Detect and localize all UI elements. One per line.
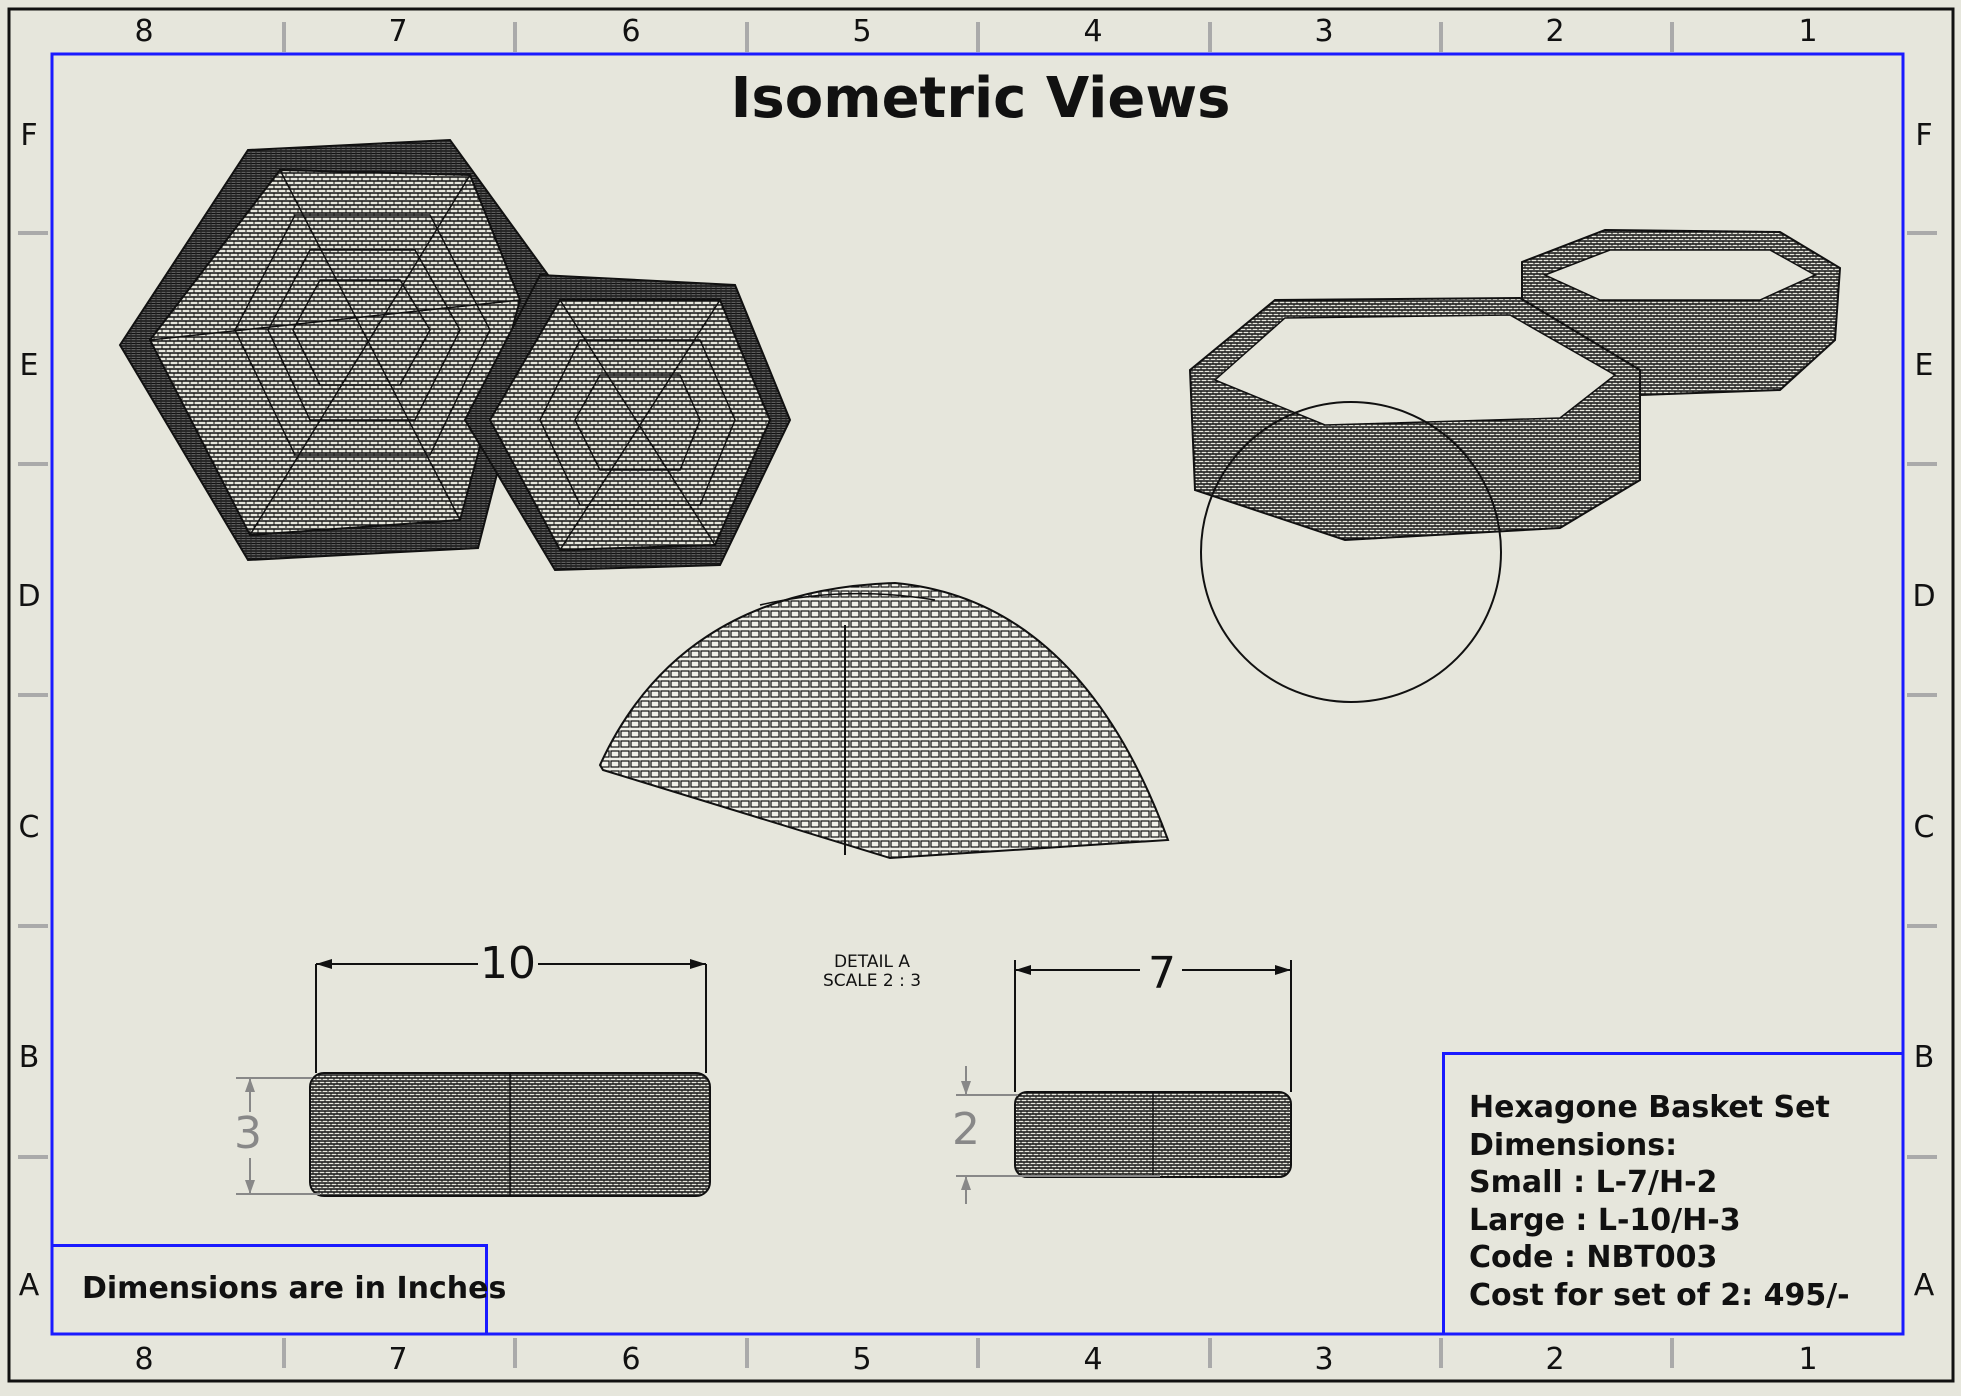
dim-small-length: 7 [1146,948,1178,999]
title-block-small: Small : L-7/H-2 [1469,1165,1718,1200]
title-block-large: Large : L-10/H-3 [1469,1202,1741,1238]
zone-col-bottom-1: 1 [1798,1342,1818,1377]
view-detail-a [598,581,1170,860]
zone-col-top-1: 1 [1798,14,1818,49]
title-block-dims-heading: Dimensions: [1469,1127,1678,1163]
sheet-title: Isometric Views [730,66,1231,131]
zone-col-top-7: 7 [388,14,408,49]
zone-col-top-5: 5 [852,14,872,49]
detail-circle [1200,401,1502,703]
zone-row-right-C: C [1913,810,1935,845]
dim-large-height: 3 [234,1108,262,1159]
zone-row-left-D: D [17,579,41,614]
zone-row-right-F: F [1915,118,1933,153]
zone-col-top-4: 4 [1083,14,1103,49]
zone-col-top-6: 6 [621,14,641,49]
zone-row-right-B: B [1913,1040,1935,1075]
zone-row-left-B: B [18,1040,40,1075]
zone-col-bottom-7: 7 [388,1342,408,1377]
zone-col-bottom-5: 5 [852,1342,872,1377]
zone-row-right-E: E [1914,348,1934,383]
view-front-large [236,959,711,1197]
detail-label-scale: SCALE 2 : 3 [822,971,922,991]
view-iso-baskets [1188,228,1842,703]
zone-col-bottom-2: 2 [1545,1342,1565,1377]
dim-small-height: 2 [952,1104,980,1155]
detail-label-name: DETAIL A [833,952,911,972]
zone-col-top-2: 2 [1545,14,1565,49]
units-note: Dimensions are in Inches [82,1271,507,1306]
zone-col-top-8: 8 [134,14,154,49]
zone-col-top-3: 3 [1314,14,1334,49]
zone-col-bottom-6: 6 [621,1342,641,1377]
view-top-hexagons [118,138,792,572]
zone-row-left-C: C [18,810,40,845]
zone-row-left-A: A [18,1268,40,1303]
dim-large-length: 10 [478,938,538,989]
view-front-small [956,960,1292,1204]
title-block-code: Code : NBT003 [1469,1240,1718,1275]
zone-row-right-D: D [1912,579,1936,614]
title-block-cost: Cost for set of 2: 495/- [1469,1277,1850,1313]
title-block-name: Hexagone Basket Set [1469,1090,1830,1125]
zone-col-bottom-3: 3 [1314,1342,1334,1377]
units-note-box: Dimensions are in Inches [52,1244,506,1334]
zone-row-right-A: A [1913,1268,1935,1303]
zone-row-left-F: F [20,118,38,153]
zone-row-left-E: E [19,348,39,383]
title-block: Hexagone Basket Set Dimensions: Small : … [1442,1052,1904,1334]
detail-label: DETAIL A SCALE 2 : 3 [800,953,944,991]
title-block-lines: Hexagone Basket Set Dimensions: Small : … [1469,1089,1850,1314]
zone-col-bottom-4: 4 [1083,1342,1103,1377]
zone-col-bottom-8: 8 [134,1342,154,1377]
